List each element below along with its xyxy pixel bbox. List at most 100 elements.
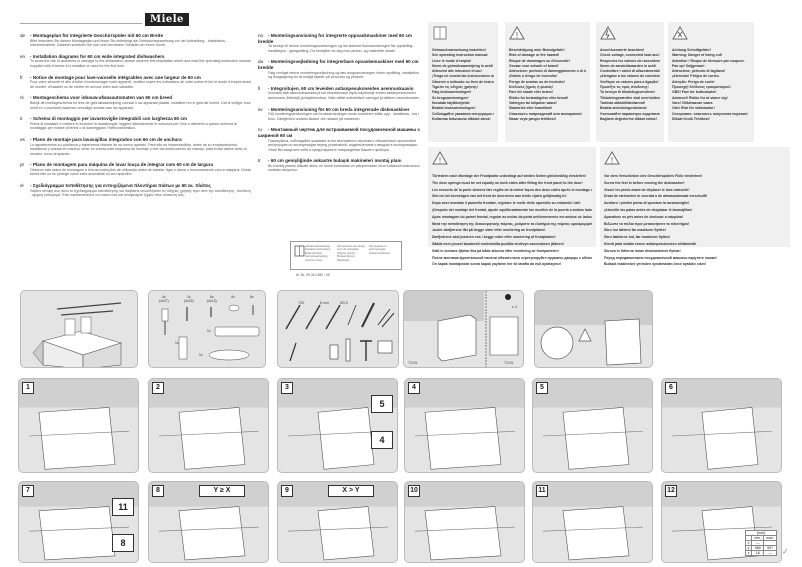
warning-line: Skruva in fötterna innan diskmaskinen fl… xyxy=(604,248,681,253)
intro-section-sv: sv- Monteringsanvisning för 60 cm breda … xyxy=(258,107,424,122)
section-title: no- Monteringsanvisning for integrerte o… xyxy=(258,33,412,44)
warning-box-manual: Gebrauchsanweisung beachten!See operatin… xyxy=(428,22,498,142)
warning-line: Respectez les valeurs de raccordement ! xyxy=(600,58,660,63)
language-code: de xyxy=(20,33,26,38)
section-heading: Plano de montagem para máquina de lavar … xyxy=(32,162,214,168)
step-number: 8 xyxy=(152,485,164,497)
warning-line: Προσέξτε τις τιμές σύνδεσης! xyxy=(600,85,649,90)
warning-line: Attenersi alle istruzioni d'uso! xyxy=(432,69,482,74)
section-body: Pour votre sécurité et afin d'éviter d'e… xyxy=(30,80,252,89)
warning-line: Βιδώστε τα πόδια πριν μετακινήσετε το πλ… xyxy=(604,221,690,226)
step-panel-5: 5 xyxy=(532,378,653,473)
panel-unpacking xyxy=(20,290,138,368)
warning-line: Соблюдайте указания инструкции по эксплу… xyxy=(432,111,494,116)
warning-line: Draai de stelvoeten in voordat u de afwa… xyxy=(604,194,708,199)
step-panel-6: 6 xyxy=(661,378,782,473)
section-heading: Schema di montaggio per lavastoviglie in… xyxy=(32,116,188,122)
warning-line: Se brugsanvisningen! xyxy=(432,95,469,100)
warning-line: Neem de gebruiksaanwijzing in acht! xyxy=(432,63,494,68)
language-code: it xyxy=(20,116,23,122)
intro-column-left: de- Montageplan für integrierte Geschirr… xyxy=(20,33,252,204)
section-body: Lo agradecemos su confianza y esperamos … xyxy=(30,142,247,156)
step-number: 11 xyxy=(536,485,548,497)
warning-line: Check voltage, connected load and freque… xyxy=(600,53,660,58)
warning-line: Bulaşık makinesini yerinden oynatmadan ö… xyxy=(604,262,706,267)
intro-section-tr: tr- 60 cm genişliğinde ankastre bulaşık … xyxy=(258,158,424,173)
warning-line: Lisez le mode d'emploi! xyxy=(432,58,472,63)
warning-line: Les ressorts de la porte doivent être ré… xyxy=(432,187,592,192)
tool-label: 8 mm xyxy=(320,301,329,305)
section-body: Bitte beachten Sie diesen Montageplan un… xyxy=(30,38,227,48)
warning-line: Tarkista sähköliitäntäarvot! xyxy=(600,100,646,105)
warning-line: Aparafuse os pés antes de deslocar a máq… xyxy=(604,214,684,219)
legend-item: Инструкция по эксплуатации xyxy=(369,245,387,252)
language-code: da xyxy=(258,59,264,65)
warning-line: ¡Después del montaje del frontal, ajuste… xyxy=(432,207,592,212)
warning-line: Obs! Risk för skärskador! xyxy=(672,106,715,111)
warning-line: Attenzione: pericolo di danneggiamento o… xyxy=(509,69,586,74)
section-title: fi- Integroitujen, 60 cm leveiden astian… xyxy=(258,85,414,91)
warning-line: Hasar veya yangın tehlikesi! xyxy=(509,116,556,121)
section-body: To avoid the risk of accidents or damage… xyxy=(30,59,251,68)
warning-line: Avvitare i piedini prima di spostare la … xyxy=(604,201,690,206)
warning-line: Fare for skade eller brann! xyxy=(509,90,553,95)
tools-illustration xyxy=(285,302,395,362)
intro-section-de: de- Montageplan für integrierte Geschirr… xyxy=(20,33,252,48)
warning-line: Varo! Viiltohaavan vaara xyxy=(672,100,713,105)
warning-box-door-springs: !Türfedern nach Montage der Frontplatte … xyxy=(428,147,596,266)
warning-line: Vor dem Verschieben des Geschirrspülers … xyxy=(604,174,703,178)
language-code: ru xyxy=(258,127,263,133)
warning-line: Beschädigung oder Brandgefahr! xyxy=(509,48,565,52)
step-panel-11: 11 xyxy=(532,481,653,563)
warning-box-electric: Anschlusswerte beachten!Check voltage, c… xyxy=(596,22,664,142)
warning-line: Учитывайте параметры подключения! xyxy=(600,111,660,116)
section-heading: 60 cm genişliğinde ankastre bulaşık maki… xyxy=(270,158,402,164)
section-title: de- Montageplan für integrierte Geschirr… xyxy=(20,33,164,38)
part-qty: 6x xyxy=(250,295,254,299)
step-panel-2: 2 xyxy=(148,378,269,473)
warning-line: Κίνδυνος ζημιάς ή φωτιάς! xyxy=(509,85,554,90)
callout-step-ref: 8 xyxy=(112,534,134,552)
section-body: Ta hensyn til denne monteringsanvisninge… xyxy=(268,44,415,53)
warning-line: Kierrä jalat sisään ennen astianpesukone… xyxy=(604,241,697,246)
step-illustration xyxy=(278,379,397,470)
warning-line: Skru fødderne ind, før maskinen flyttes! xyxy=(604,235,671,240)
section-title: es- Plano de montaje para lavavajillas i… xyxy=(20,136,182,142)
section-title: it- Schema di montaggio per lavastovigli… xyxy=(20,116,188,122)
step-number: 2 xyxy=(152,382,164,394)
packaging-illustration xyxy=(32,302,123,367)
section-title: sv- Monteringsanvisning för 60 cm breda … xyxy=(258,106,410,112)
legend-item: Operating instructions xyxy=(305,248,331,252)
language-code: no xyxy=(258,33,264,38)
warning-line: Risiko for beskadigelse eller brand! xyxy=(509,95,569,100)
step-illustration xyxy=(533,379,652,470)
section-title: pt- Plano de montagem para máquina de la… xyxy=(20,162,214,168)
step-panel-1: 1 xyxy=(18,378,139,473)
intro-section-fi: fi- Integroitujen, 60 cm leveiden astian… xyxy=(258,86,424,101)
language-code: es xyxy=(20,136,25,142)
section-heading: Notice de montage pour lave-vaisselle in… xyxy=(32,74,201,80)
warning-line: Осторожно: опасность получения порезов! xyxy=(672,111,748,116)
parts-illustration xyxy=(161,304,260,361)
warning-line: Dikkat Kesik Tehlikesi! xyxy=(672,116,710,121)
cut-hazard-icon xyxy=(672,26,688,40)
warning-line: Screw the feet in before moving the dish… xyxy=(604,180,685,185)
intro-section-ru: ru- Монтажный чертеж для встраиваемой по… xyxy=(258,127,424,152)
warning-line: Achtung Schnittgefahr! xyxy=(672,48,711,52)
table-cell: — xyxy=(763,550,777,556)
section-title: fr- Notice de montage pour lave-vaissell… xyxy=(20,74,201,80)
warning-line: Perigo de avarias ou de incêndio! xyxy=(509,79,565,84)
warning-line: Kullanma kılavuzuna dikkate alınız! xyxy=(432,116,491,121)
warning-box-damage: !Beschädigung oder Brandgefahr!Risk of d… xyxy=(505,22,590,142)
panel-connections xyxy=(534,290,653,368)
warning-line: ¡Atornille las patas antes de desplazar … xyxy=(604,207,693,212)
legend-item: Bruksanvisning xyxy=(337,255,355,259)
panel-tools: T20 8 mm Ø3,5 xyxy=(277,290,399,368)
warning-line: Τηρείτε τις οδηγίες χρήσης! xyxy=(432,85,478,90)
warning-line: Vahingon tai tulipalon vaara! xyxy=(509,100,557,105)
warning-line: OBS! Fare for kutteskader! xyxy=(672,90,717,95)
